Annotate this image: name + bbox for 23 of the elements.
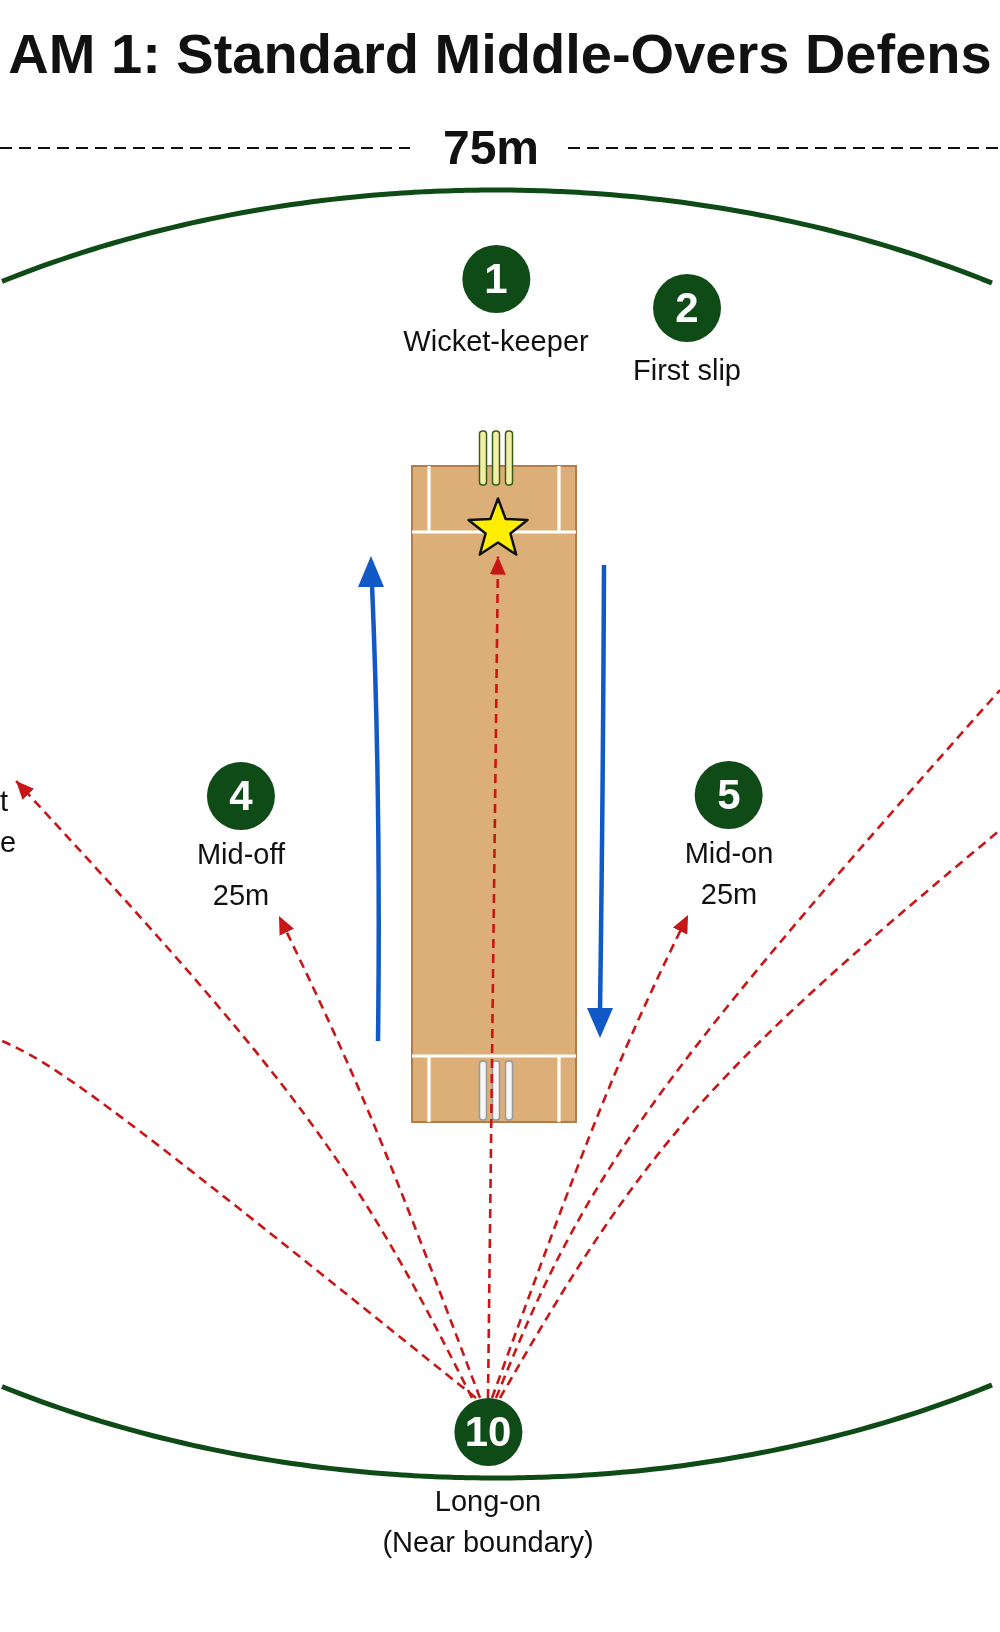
dashed-arrow xyxy=(15,780,474,1399)
fielder-label: Long-on xyxy=(434,1484,542,1519)
fielder-label: e xyxy=(0,825,17,860)
diagram-title: AM 1: Standard Middle-Overs Defens xyxy=(8,21,992,87)
dashed-arrow xyxy=(277,915,482,1399)
fielder-label: Mid-off xyxy=(196,837,286,872)
fielder-marker: 5 xyxy=(695,761,763,829)
fielder-label: t xyxy=(0,784,9,819)
fielder-label: First slip xyxy=(633,353,741,388)
fielder-label: Mid-on xyxy=(684,836,774,871)
dimension-label: 75m xyxy=(442,120,540,176)
fielder-marker: 2 xyxy=(653,274,721,342)
fielder-marker: 4 xyxy=(207,762,275,830)
fielder-label: 25m xyxy=(212,878,270,913)
fielder-label: 25m xyxy=(700,877,758,912)
fielder-label: Wicket-keeper xyxy=(403,324,589,359)
dashed-arrow xyxy=(490,914,690,1399)
fielder-label: (Near boundary) xyxy=(382,1525,594,1560)
fielder-marker: 10 xyxy=(454,1398,522,1466)
dashed-line xyxy=(0,1038,477,1399)
dashed-line xyxy=(498,829,1000,1399)
fielder-marker: 1 xyxy=(462,245,530,313)
dashed-line xyxy=(494,689,1000,1399)
